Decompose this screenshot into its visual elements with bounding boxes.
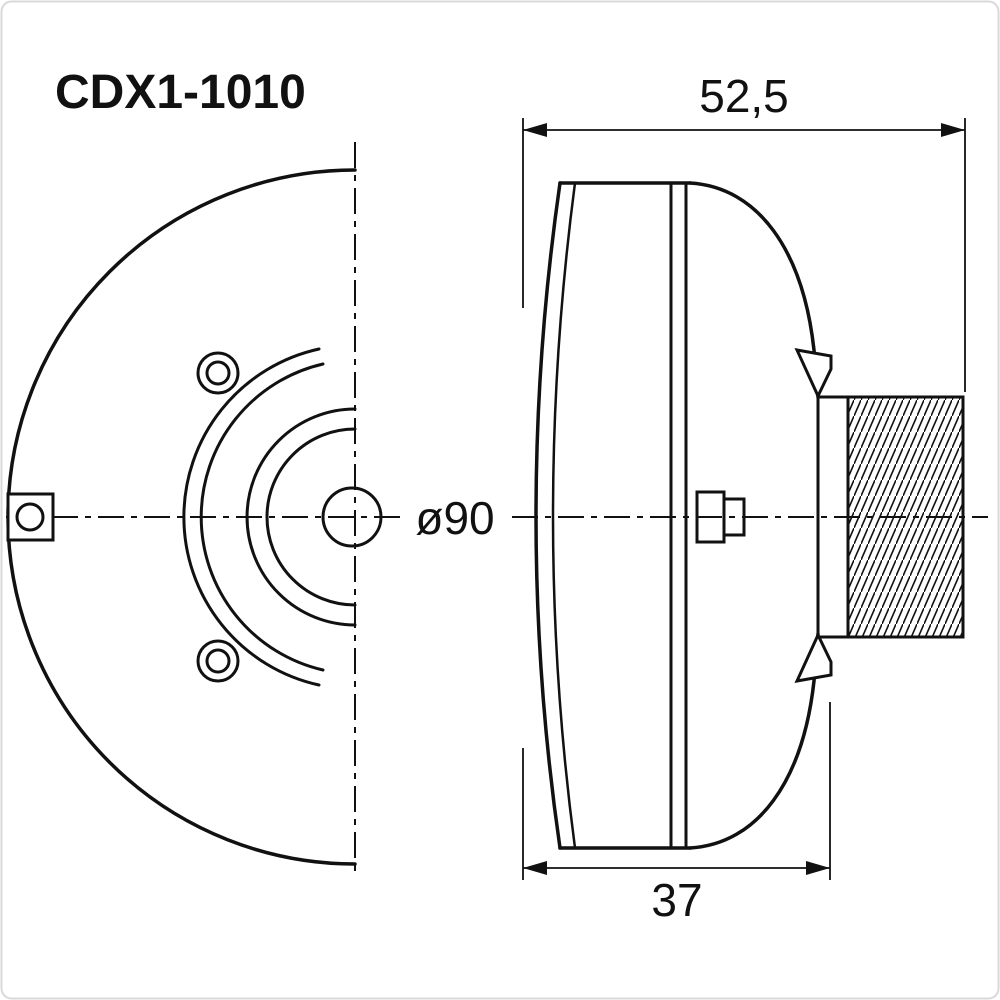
bolt-hole-bottom-inner bbox=[205, 648, 231, 674]
dimension-label-body-depth: 37 bbox=[651, 874, 702, 926]
threaded-throat bbox=[846, 395, 965, 639]
clip-tab-top bbox=[794, 348, 833, 400]
terminal-box bbox=[6, 492, 55, 542]
rear-dome-bottom bbox=[688, 632, 820, 850]
dimension-label-total-depth: 52,5 bbox=[699, 70, 789, 122]
diaphragm-arc-inner bbox=[265, 427, 357, 607]
front-rim-curve-outer bbox=[534, 181, 562, 850]
center-lines bbox=[6, 142, 988, 878]
arrowhead-left bbox=[523, 861, 547, 875]
clip-tab-bottom bbox=[794, 631, 833, 683]
throat-circle bbox=[321, 486, 383, 548]
dimension-total-depth: 52,5 bbox=[522, 70, 966, 392]
diaphragm-arc-outer bbox=[245, 407, 357, 627]
front-rim-curve-inner bbox=[551, 181, 577, 850]
arrowhead-left bbox=[523, 123, 547, 137]
side-view bbox=[534, 181, 965, 850]
model-title: CDX1-1010 bbox=[55, 66, 306, 119]
label-background bbox=[404, 487, 506, 547]
bolt-hole-top-inner bbox=[205, 360, 231, 386]
flange-arc-inner bbox=[199, 362, 325, 672]
bolt-hole-bottom-outer bbox=[196, 639, 240, 683]
front-view bbox=[6, 168, 383, 866]
flange-arc-outer bbox=[182, 347, 321, 687]
dimension-diameter: ø90 bbox=[404, 487, 506, 547]
terminal-hole bbox=[15, 502, 45, 532]
terminal-block-small bbox=[722, 497, 746, 537]
dimension-body-depth: 37 bbox=[522, 702, 831, 926]
arrowhead-right bbox=[941, 123, 965, 137]
bolt-hole-top-outer bbox=[196, 351, 240, 395]
rear-dome-top bbox=[688, 181, 820, 399]
dimension-label-diameter: ø90 bbox=[415, 492, 494, 544]
arrowhead-right bbox=[806, 861, 830, 875]
